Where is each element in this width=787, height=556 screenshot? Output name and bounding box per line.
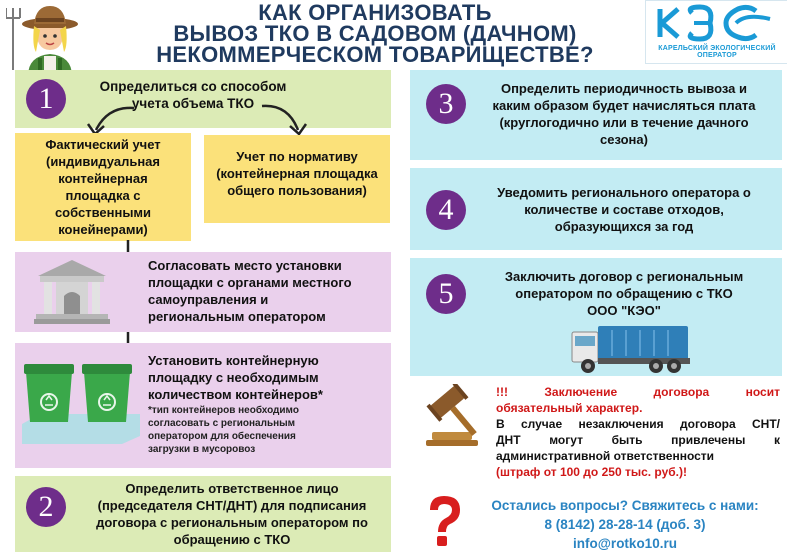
agree-text: Согласовать место установки площадки с о… [148, 258, 352, 324]
logo-subtitle: КАРЕЛЬСКИЙ ЭКОЛОГИЧЕСКИЙ ОПЕРАТОР [658, 45, 776, 59]
step-1-text: Определиться со способом учета объема ТК… [99, 79, 287, 111]
step-1-number: 1 [26, 79, 66, 119]
step-3-number: 3 [426, 84, 466, 124]
gavel-icon [418, 384, 484, 448]
contacts-heading: Остались вопросы? Свяжитесь с нами: [491, 498, 759, 513]
option-actual-box [15, 133, 191, 241]
step-2-text: Определить ответственное лицо (председат… [96, 481, 368, 547]
contacts-email[interactable]: info@rotko10.ru [573, 536, 677, 551]
title-line-2: ВЫВОЗ ТКО В САДОВОМ (ДАЧНОМ) [173, 21, 577, 46]
step-4-text: Уведомить регионального оператора о коли… [497, 185, 751, 234]
title-line-1: КАК ОРГАНИЗОВАТЬ [258, 0, 492, 25]
farmer-icon [6, 2, 82, 76]
step-3-box [410, 70, 782, 160]
option-norm-box [204, 135, 390, 223]
step-2-box [15, 476, 391, 552]
building-icon [34, 258, 110, 324]
warning-text: !!! Заключение договора носит обязательн… [496, 384, 780, 480]
step-2-number: 2 [26, 487, 66, 527]
logo: КАРЕЛЬСКИЙ ЭКОЛОГИЧЕСКИЙ ОПЕРАТОР [645, 0, 787, 64]
logo-icon [652, 3, 782, 43]
step-1-box [15, 70, 391, 128]
install-box [15, 343, 391, 468]
step-3-text: Определить периодичность вывоза и каким … [492, 81, 756, 147]
install-note: *тип контейнеров необходимо согласовать … [148, 405, 299, 455]
warning-line-6: (штраф от 100 до 250 тыс. руб.)! [496, 465, 687, 479]
install-text: Установить контейнерную площадку с необх… [148, 353, 323, 402]
warning-line-2: обязательный характер. [496, 401, 643, 415]
warning-line-5: административной ответственности [496, 449, 715, 463]
contacts: Остались вопросы? Свяжитесь с нами: 8 (8… [470, 496, 780, 553]
question-icon [420, 494, 468, 550]
step-4-box [410, 168, 782, 250]
container-icon [22, 360, 140, 444]
option-actual-text: Фактический учет (индивидуальная контейн… [45, 137, 161, 237]
page-title: КАК ОРГАНИЗОВАТЬ ВЫВОЗ ТКО В САДОВОМ (ДА… [120, 0, 630, 67]
arrow-icon [258, 102, 318, 140]
warning-line-1: !!! Заключение договора носит [496, 385, 780, 399]
warning-line-4: ДНТ могут быть привлечены к [496, 433, 780, 447]
option-norm-text: Учет по нормативу (контейнерная площадка… [216, 149, 378, 198]
warning-line-3: В случае незаключения договора СНТ/ [496, 417, 780, 431]
step-5-number: 5 [426, 274, 466, 314]
step-5-text: Заключить договор с региональным операто… [504, 269, 744, 318]
contacts-phone[interactable]: 8 (8142) 28-28-14 (доб. 3) [544, 517, 706, 532]
title-line-3: НЕКОММЕРЧЕСКОМ ТОВАРИЩЕСТВЕ? [156, 42, 594, 67]
step-4-number: 4 [426, 190, 466, 230]
garbage-truck-icon [568, 322, 694, 374]
